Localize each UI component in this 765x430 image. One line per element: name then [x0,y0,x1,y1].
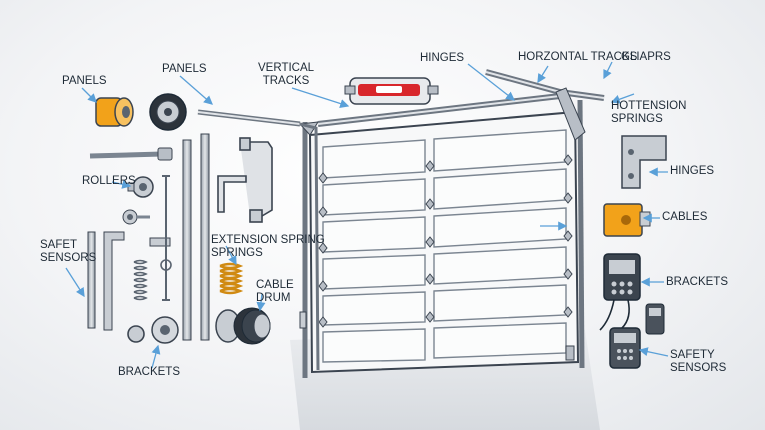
label-safety-line2: SENSORS [670,362,727,374]
bolt-icon [299,311,307,329]
label-hinges-right: HINGES [670,165,715,177]
label-vertical-tracks: VERTICAL TRACKS [258,62,314,88]
label-vertical-tracks-line1: VERTICAL [258,62,315,74]
pulley-icon [149,93,187,131]
roller-icon [122,176,154,225]
label-safet-line2: SENSORS [40,252,97,264]
roller-icon [95,97,134,127]
sensor-icon [609,303,665,369]
label-safety-line1: SAFETY [670,349,715,361]
spring-icon [219,262,244,295]
cable-box-icon [603,203,651,237]
leader-lines [65,61,669,369]
label-cables: CABLES [662,211,708,223]
label-panels-left: PANELS [62,75,107,87]
horizontal-track [197,69,605,371]
label-extension-line2: SPRINGS [211,247,263,259]
spring-icon [127,175,172,343]
label-hottension-springs: HOTTENSION SPRINGS [611,100,686,126]
label-extension-spring: EXTENSION SPRING SPRINGS [211,234,325,260]
label-extension-line1: EXTENSION SPRING [211,234,325,246]
sensor-icon [599,253,641,331]
pulley-icon [151,316,179,344]
label-cable-drum-line2: DRUM [256,292,291,304]
label-safety-sensors: SAFETY SENSORS [670,349,726,375]
label-safet-sensors: SAFET SENSORS [40,239,96,265]
label-gliaprs: GLIAPRS [621,51,671,63]
label-brackets-bottom: BRACKETS [118,366,180,378]
opener-icon [344,77,439,105]
label-rollers: ROLLERS [82,175,136,187]
garage-door [302,99,585,378]
bracket-icon [621,135,667,189]
cable-drum-icon [215,307,271,345]
label-vertical-tracks-line2: TRACKS [262,75,310,87]
label-horizontal-tracks: HORZONTAL TRACKS [518,51,638,63]
label-panels-mid: PANELS [162,63,207,75]
bracket-icon [87,133,210,341]
label-hottension-line2: SPRINGS [611,113,663,125]
bracket-icon [217,137,273,223]
label-brackets-right: BRACKETS [666,276,728,288]
label-hottension-line1: HOTTENSION [611,100,687,112]
label-hinges-top: HINGES [420,52,465,64]
shaft-icon [89,147,173,161]
label-cable-drum: CABLE DRUM [256,279,294,305]
label-safet-line1: SAFET [40,239,78,251]
label-cable-drum-line1: CABLE [256,279,294,291]
